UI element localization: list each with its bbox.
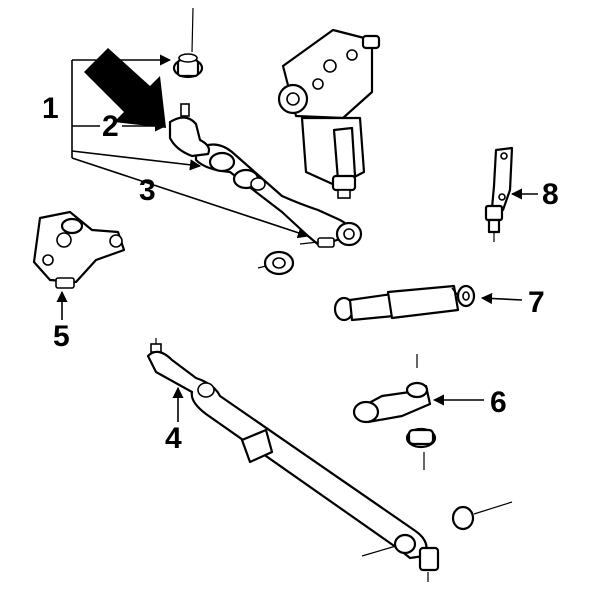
callout-3: 3 [139, 174, 156, 207]
part-7-steering-damper [333, 284, 476, 322]
callout-8: 8 [542, 178, 559, 211]
part-2-tie-rod-end [168, 7, 211, 158]
callout-1: 1 [42, 92, 59, 125]
callout-7: 7 [528, 286, 545, 319]
part-8-idler-arm [484, 146, 514, 242]
part-6-pitman-arm [352, 354, 437, 470]
steering-gear-box [277, 28, 381, 199]
callout-2: 2 [102, 110, 119, 143]
highlight-arrow-icon [84, 48, 166, 128]
callout-6: 6 [490, 386, 507, 419]
callout-5: 5 [53, 320, 70, 353]
leader-lines [56, 54, 538, 422]
callout-4: 4 [165, 422, 182, 455]
part-4-center-link [146, 338, 513, 582]
callout-labels: 1 2 3 4 5 6 7 8 [42, 92, 559, 455]
part-5-steering-bracket [32, 210, 126, 289]
part-3-tie-rod-assembly [194, 143, 363, 276]
